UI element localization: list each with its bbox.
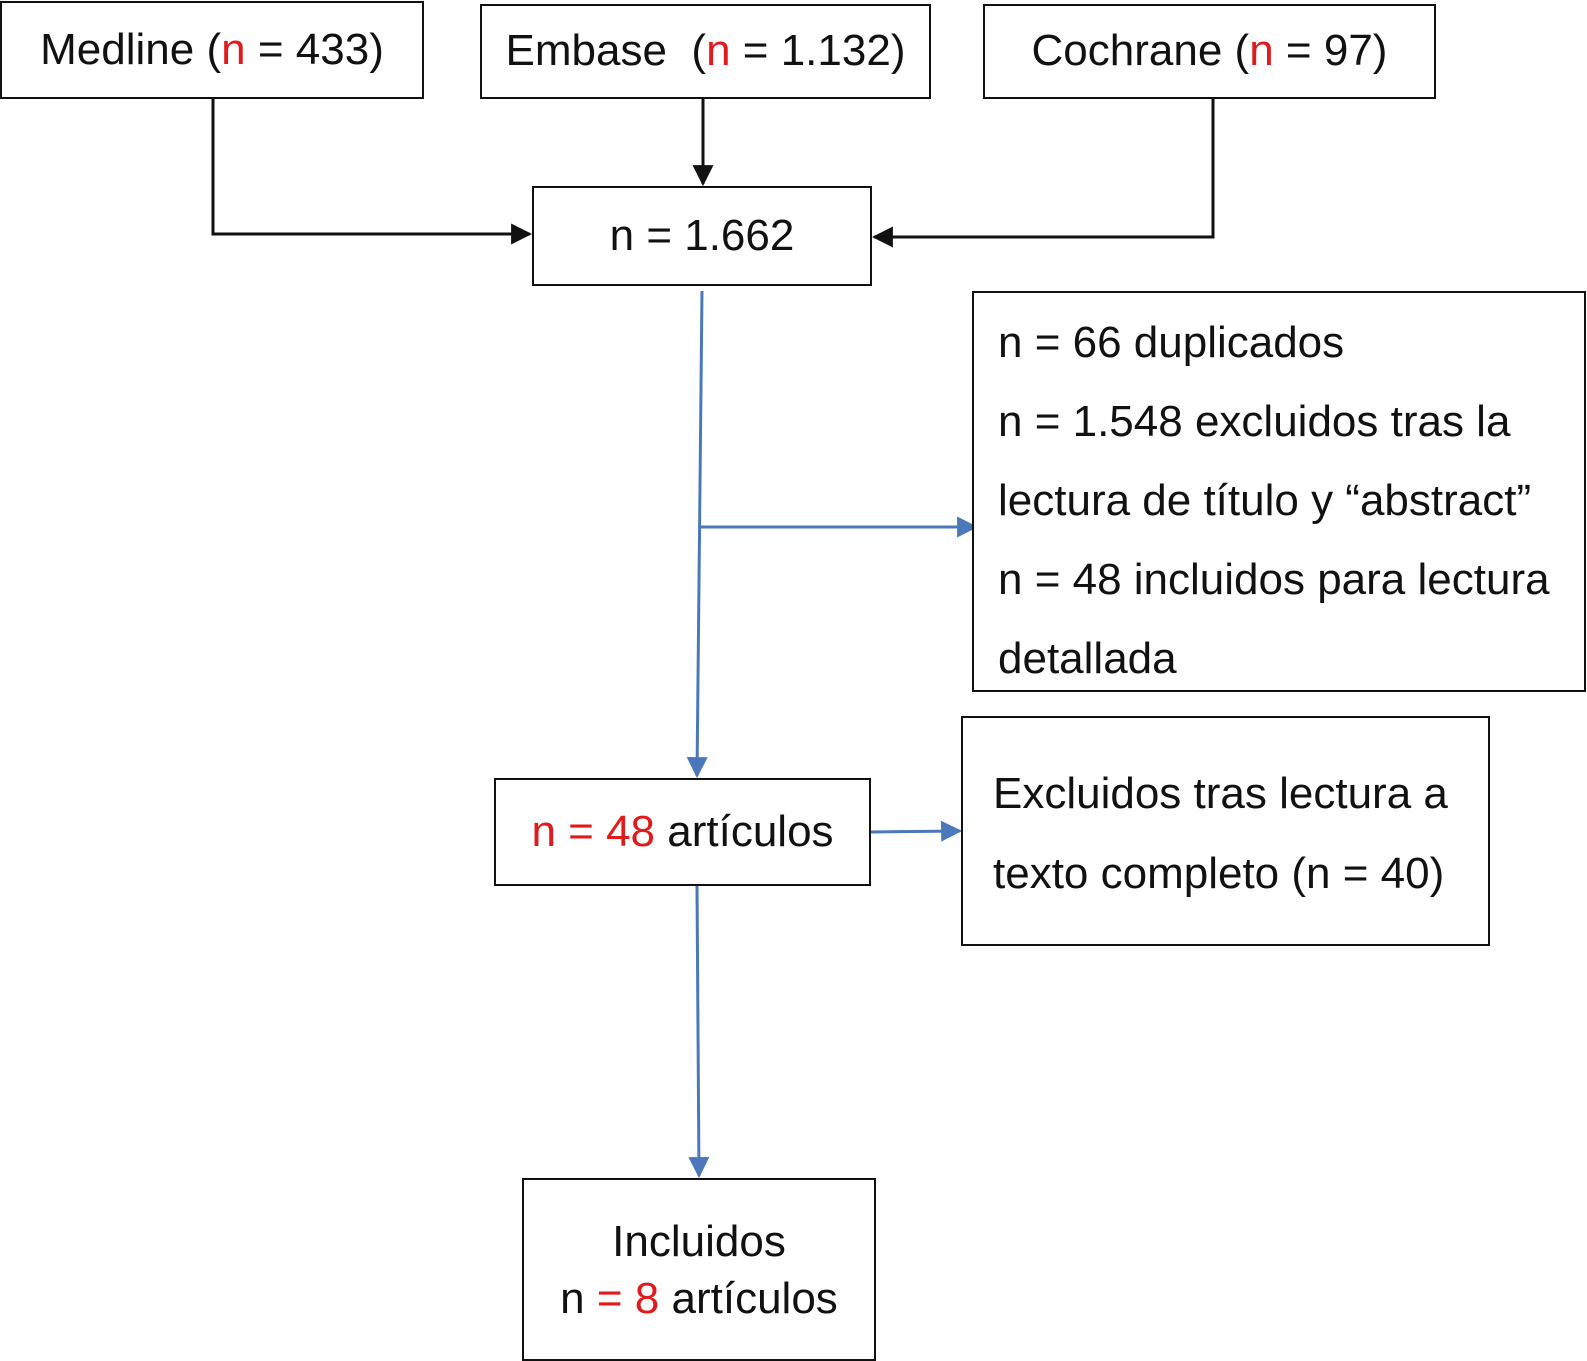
arrow-cochrane-to-total	[871, 99, 1215, 248]
included-count-line: n = 8 artículos	[560, 1270, 838, 1327]
n-label: n	[1249, 26, 1274, 76]
screening-line: n = 66 duplicados	[998, 318, 1345, 367]
arrow-total-to-articles48	[686, 290, 708, 779]
total-records-text: n = 1.662	[609, 210, 795, 260]
n-label: n	[706, 26, 731, 76]
source-name: Cochrane	[1031, 26, 1223, 76]
included-count: = 8	[596, 1273, 660, 1323]
excluded-full-text-box: Excluidos tras lectura a texto completo …	[961, 716, 1490, 946]
source-name: Medline	[40, 24, 195, 74]
included-articles-box: Incluidos n = 8 artículos	[522, 1178, 876, 1361]
source-count: = 1.132	[742, 26, 891, 76]
arrow-articles48-to-included	[688, 885, 710, 1179]
articles-suffix: artículos	[667, 806, 834, 856]
total-records-box: n = 1.662	[532, 186, 872, 286]
source-count: = 433	[257, 24, 370, 74]
screening-line: lectura de título y “abstract”	[998, 476, 1532, 525]
arrow-medline-to-total	[211, 99, 533, 245]
screening-results-box: n = 66 duplicados n = 1.548 excluidos tr…	[972, 291, 1586, 692]
included-title: Incluidos	[612, 1216, 786, 1266]
n-label: n	[560, 1273, 585, 1323]
excluded-line: texto completo (n = 40)	[993, 849, 1445, 898]
n-label: n	[221, 24, 246, 74]
articles-count: n = 48	[531, 806, 656, 856]
screening-line: n = 48 incluidos para lectura	[998, 555, 1550, 604]
source-name: Embase	[505, 26, 667, 76]
screening-line: detallada	[998, 634, 1177, 683]
source-box-cochrane: Cochrane (n = 97)	[983, 4, 1436, 99]
source-count: = 97	[1285, 26, 1373, 76]
full-text-articles-box: n = 48 artículos	[494, 778, 871, 886]
excluded-line: Excluidos tras lectura a	[993, 769, 1448, 818]
screening-line: n = 1.548 excluidos tras la	[998, 397, 1511, 446]
included-suffix: artículos	[671, 1273, 838, 1323]
arrow-articles48-to-excluded	[870, 820, 963, 842]
source-box-medline: Medline (n = 433)	[0, 1, 424, 99]
source-box-embase: Embase (n = 1.132)	[480, 4, 931, 99]
